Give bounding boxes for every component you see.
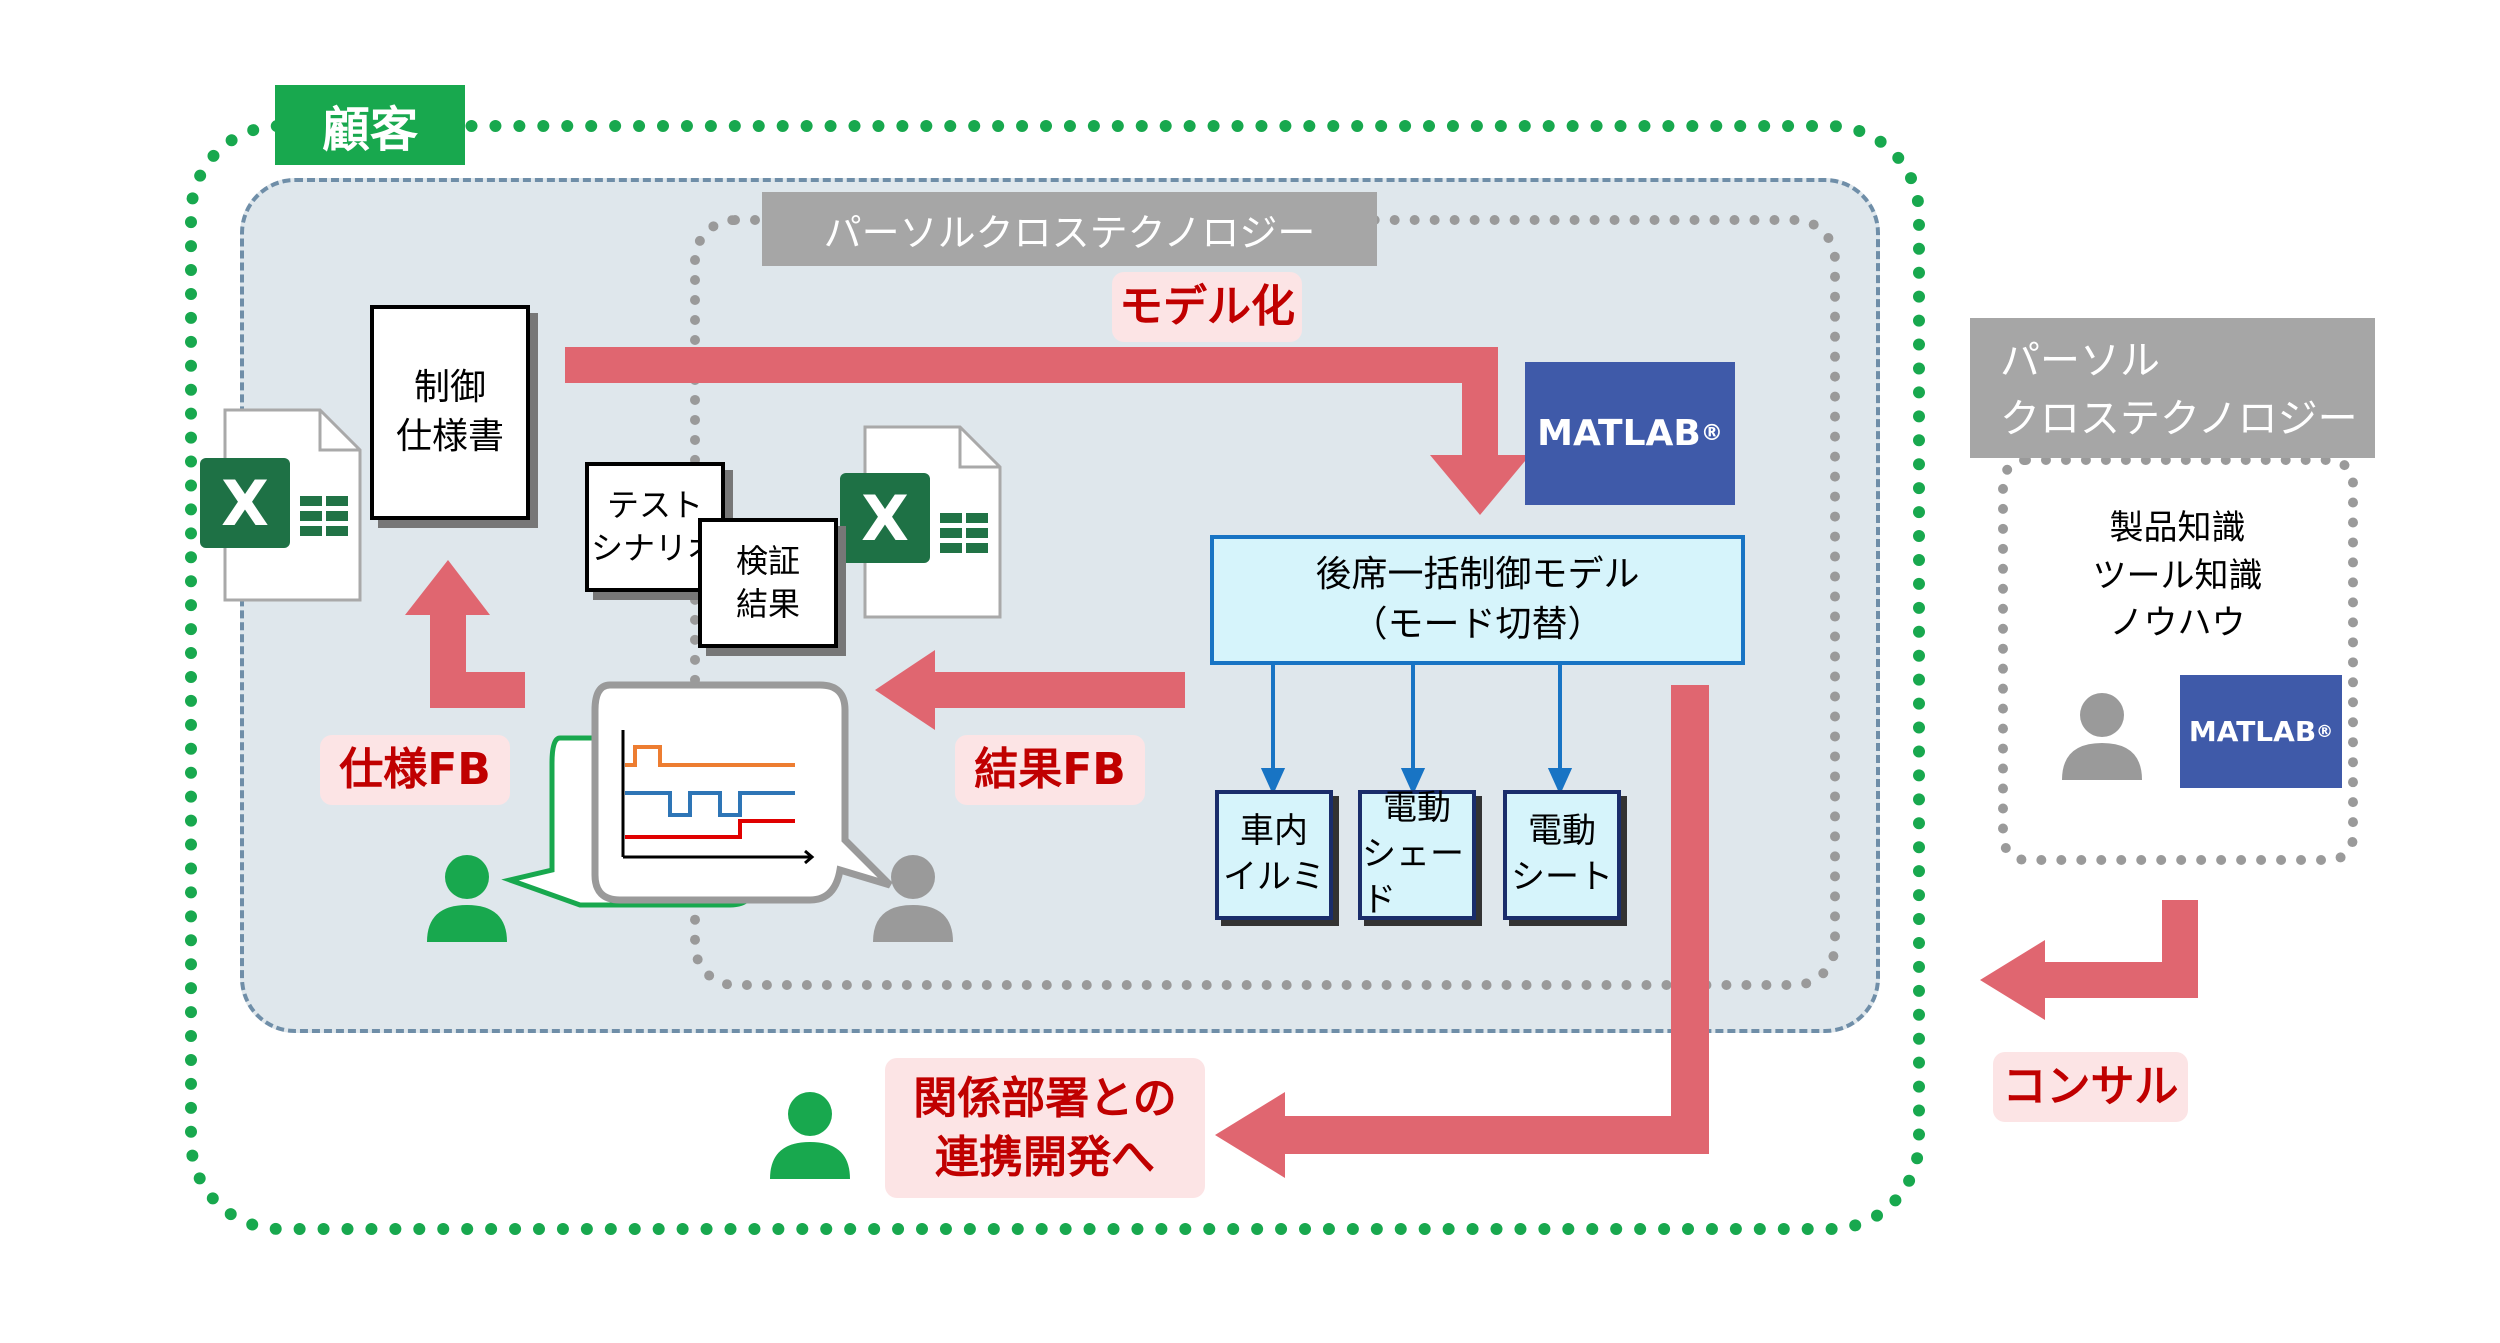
model-line2: （モード切替） <box>1351 604 1604 645</box>
matlab-label: MATLAB <box>1537 413 1701 454</box>
test-line1: テスト <box>606 485 703 524</box>
model-line1: 後席一括制御モデル <box>1315 553 1640 595</box>
matlab-logo-box: MATLAB® <box>1525 362 1735 505</box>
modeling-label: モデル化 <box>1112 272 1302 342</box>
parsol-consultant-boundary <box>1998 455 2358 865</box>
control-spec-document: 制御 仕様書 <box>370 305 530 520</box>
knowledge-line1: 製品知識 <box>2109 508 2246 548</box>
subsystem-power-seat: 電動 シート <box>1503 790 1621 920</box>
spec-fb-arrow <box>430 610 525 708</box>
consult-arrow <box>2040 900 2198 998</box>
modeling-arrow-head <box>1430 455 1530 515</box>
verify-line2: 結果 <box>735 585 800 623</box>
verify-line1: 検証 <box>735 541 800 580</box>
result-fb-arrow <box>930 672 1185 708</box>
waveform-chart-icon <box>621 730 815 865</box>
test-line2: シナリオ <box>590 529 719 567</box>
subsystem-line1: 電動 <box>1528 811 1596 852</box>
collab-line1: 関係部署との <box>913 1072 1177 1124</box>
parsol-outer-line2: クロステクノロジー <box>2000 396 2358 442</box>
knowledge-list: 製品知識 ツール知識 ノウハウ <box>2000 505 2355 648</box>
customer-boundary <box>185 120 1925 1235</box>
collab-arrow-head <box>1215 1092 1285 1178</box>
excel-file-icon: X <box>200 408 365 603</box>
subsystem-power-shade: 電動 シェード <box>1358 788 1476 920</box>
excel-icon: X <box>200 458 290 548</box>
matlab-label: MATLAB <box>2188 715 2317 748</box>
subsystem-line2: シート <box>1511 857 1613 897</box>
customer-person-icon <box>770 1092 850 1179</box>
customer-label: 顧客 <box>275 85 465 165</box>
subsystem-line1: 車内 <box>1240 811 1308 852</box>
spec-line1: 制御 <box>413 366 486 408</box>
collab-line2: 連携開発へ <box>935 1132 1155 1183</box>
model-connectors <box>1260 665 1573 795</box>
parsol-outer-label: パーソル クロステクノロジー <box>1970 318 2375 458</box>
knowledge-line2: ツール知識 <box>2092 555 2263 596</box>
excel-icon: X <box>840 473 930 563</box>
matlab-reg: ® <box>2316 721 2334 742</box>
customer-person-icon <box>427 855 507 942</box>
consult-arrow-head <box>1980 940 2045 1020</box>
engineer-person-icon <box>873 855 953 942</box>
subsystem-line1: 電動 <box>1383 788 1451 829</box>
consult-label: コンサル <box>1993 1052 2188 1122</box>
subsystem-line2: イルミ <box>1223 857 1325 897</box>
result-fb-arrow-head <box>875 650 935 730</box>
knowledge-line3: ノウハウ <box>2109 603 2246 644</box>
excel-file-icon: X <box>840 425 1005 620</box>
parsol-outer-line1: パーソル <box>2000 338 2160 384</box>
consultant-person-icon <box>2062 693 2142 780</box>
subsystem-interior-illumination: 車内 イルミ <box>1215 790 1333 920</box>
spec-fb-label: 仕様FB <box>320 735 510 805</box>
modeling-arrow <box>565 347 1498 460</box>
subsystem-line2: シェード <box>1362 834 1464 920</box>
collab-arrow <box>1280 685 1709 1154</box>
spec-line2: 仕様書 <box>395 415 504 457</box>
result-fb-label: 結果FB <box>955 735 1145 805</box>
spec-fb-arrow-head <box>405 560 490 615</box>
rear-seat-control-model: 後席一括制御モデル （モード切替） <box>1210 535 1745 665</box>
parsol-inner-label: パーソルクロステクノロジー <box>762 192 1377 266</box>
matlab-logo-box: MATLAB® <box>2180 675 2342 788</box>
verification-result-document: 検証 結果 <box>698 518 838 648</box>
collaboration-label: 関係部署との 連携開発へ <box>885 1058 1205 1198</box>
matlab-reg: ® <box>1700 421 1723 446</box>
